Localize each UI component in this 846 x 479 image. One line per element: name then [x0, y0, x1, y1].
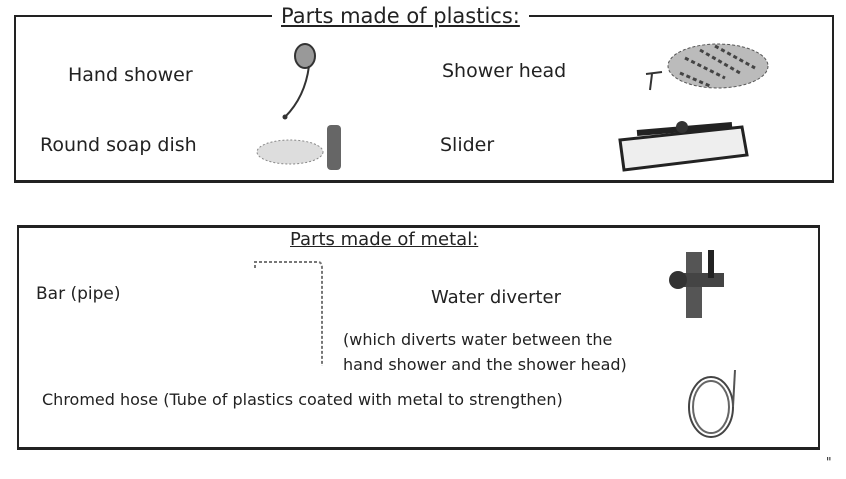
metal-box: [17, 225, 820, 450]
label-shower-head: Shower head: [442, 60, 567, 82]
water-diverter-note-1: (which diverts water between the: [343, 330, 613, 349]
corner-mark: ": [826, 455, 832, 469]
water-diverter-note-2: hand shower and the shower head): [343, 355, 627, 374]
plastics-title: Parts made of plastics:: [272, 4, 529, 28]
bar-pipe-image: [254, 261, 323, 366]
metal-title: Parts made of metal:: [290, 229, 479, 250]
label-bar-pipe: Bar (pipe): [36, 284, 121, 304]
label-slider: Slider: [440, 134, 495, 156]
slider-image: [618, 121, 749, 172]
label-round-soap-dish: Round soap dish: [40, 134, 197, 156]
soap-dish-image: [256, 125, 341, 170]
label-water-diverter: Water diverter: [431, 287, 562, 308]
label-chromed-hose: Chromed hose (Tube of plastics coated wi…: [42, 390, 563, 409]
chromed-hose-image: [688, 369, 736, 438]
water-diverter-image: [669, 250, 724, 318]
label-hand-shower: Hand shower: [68, 64, 193, 86]
hand-shower-image: [282, 43, 316, 120]
shower-head-image: [645, 43, 769, 91]
